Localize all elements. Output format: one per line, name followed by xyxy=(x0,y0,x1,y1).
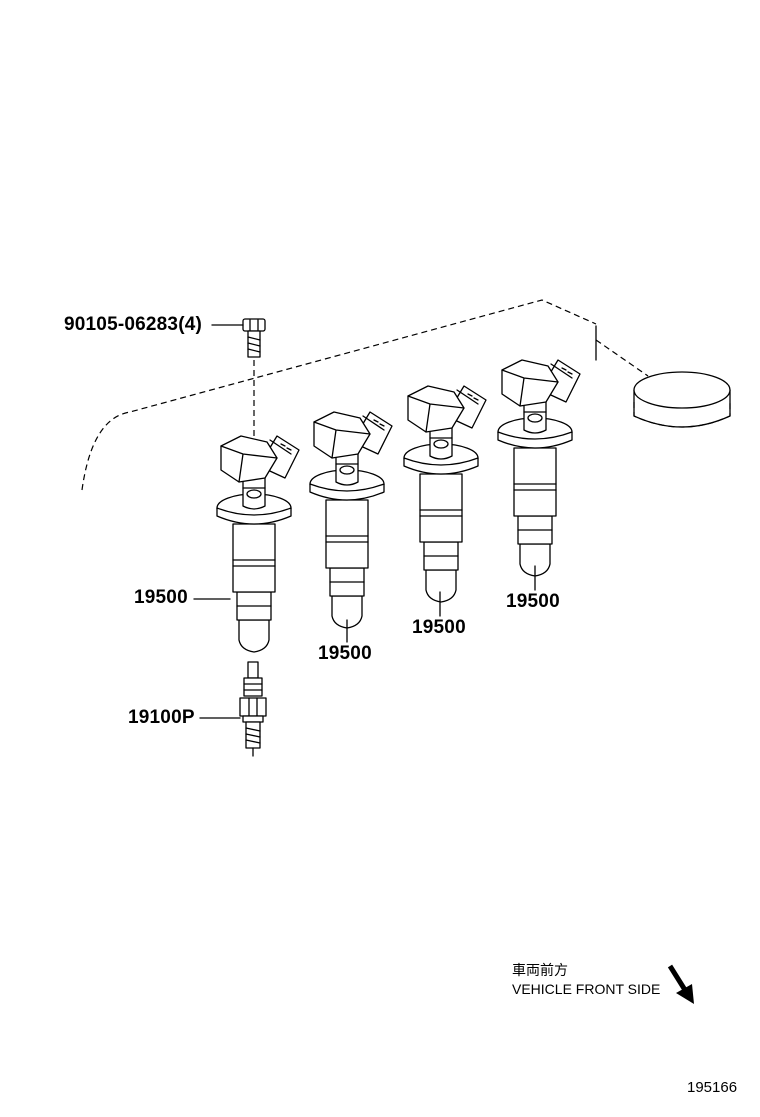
direction-label: VEHICLE FRONT SIDE xyxy=(512,981,661,997)
ignition-coil-4 xyxy=(497,359,581,577)
callout-coil-3: 19500 xyxy=(412,617,466,638)
callout-coil-2: 19500 xyxy=(318,643,372,664)
spark-plug xyxy=(239,661,267,757)
direction-label-japanese: 車両前方 xyxy=(512,962,568,978)
callout-coil-1: 19500 xyxy=(134,587,188,608)
engine-outline-right xyxy=(595,339,649,377)
callout-coil-4: 19500 xyxy=(506,591,560,612)
ignition-coil-3 xyxy=(403,385,487,603)
arrow-down-right-icon xyxy=(667,964,694,1004)
ignition-coil-2 xyxy=(309,411,393,629)
callout-bolt: 90105-06283(4) xyxy=(64,314,203,335)
cylinder-reference xyxy=(633,371,731,428)
figure-id: 195166 xyxy=(687,1079,738,1096)
bolt xyxy=(242,318,266,358)
callout-plug: 19100P xyxy=(128,707,195,728)
ignition-coil-1 xyxy=(216,435,300,653)
